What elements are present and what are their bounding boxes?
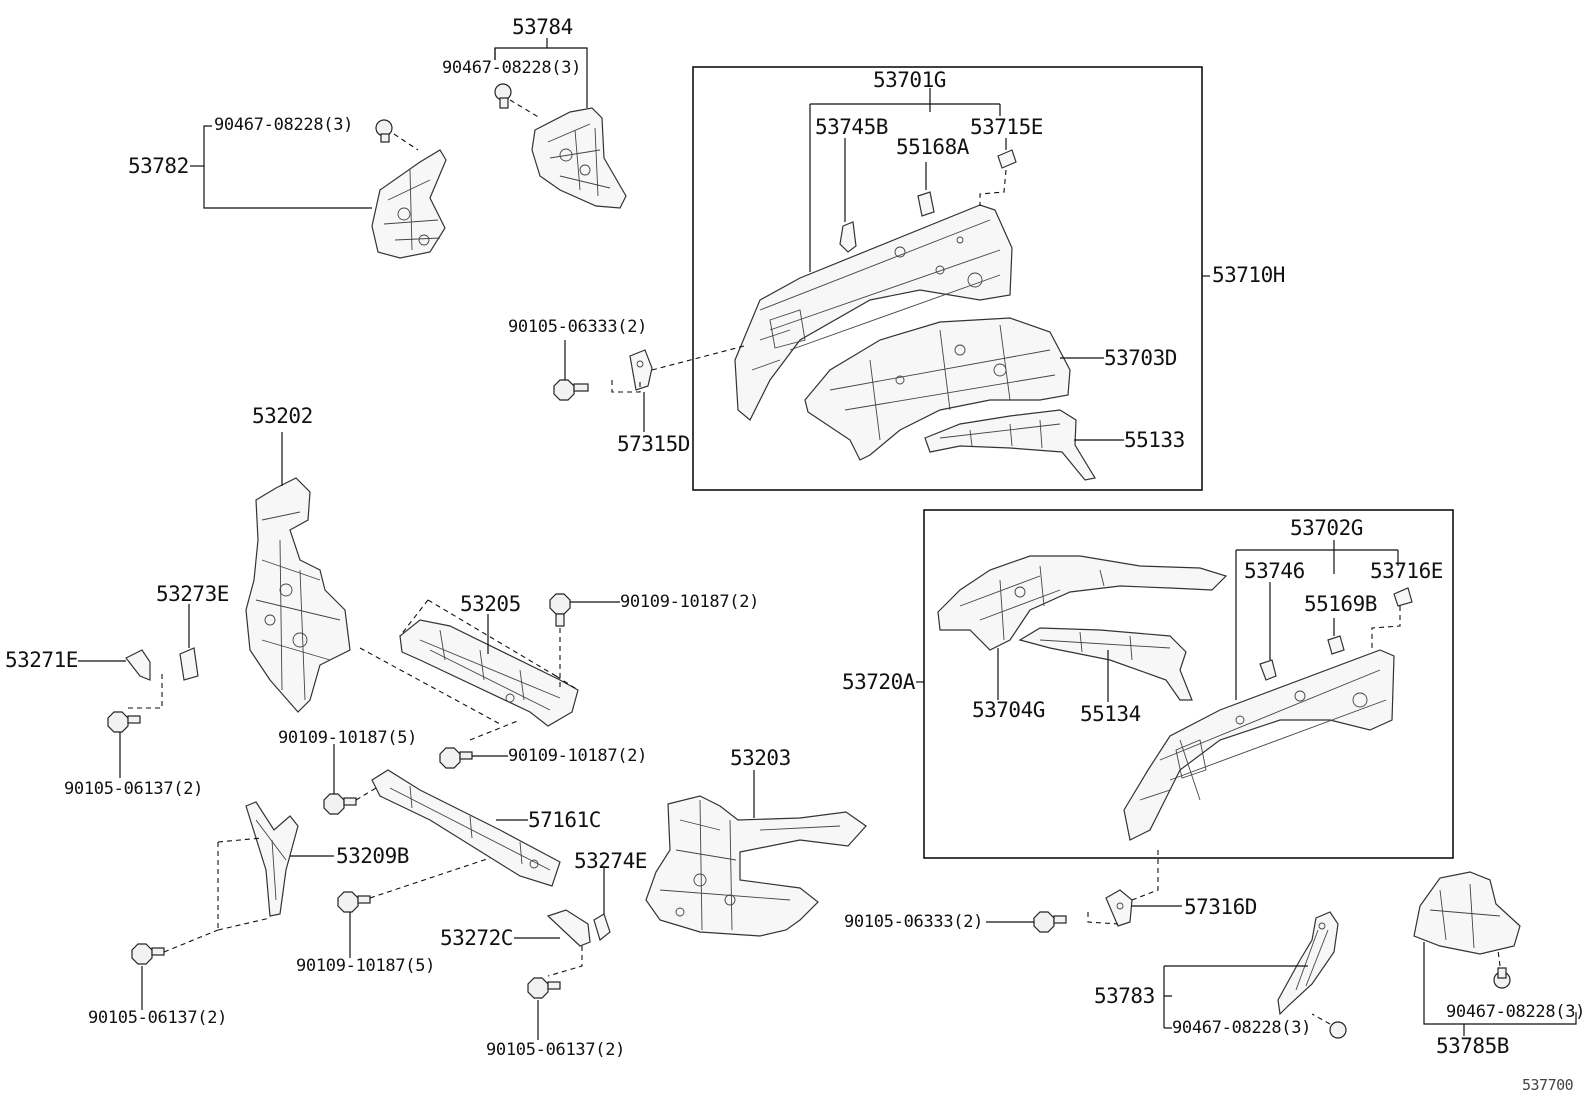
label-53720A: 53720A <box>842 670 915 694</box>
label-53703D: 53703D <box>1104 346 1177 370</box>
label-53785B: 53785B <box>1436 1034 1509 1058</box>
label-53271E: 53271E <box>5 648 78 672</box>
part-53715E <box>997 149 1017 169</box>
bolt-90109-10187-2a <box>549 593 571 627</box>
label-57161C: 57161C <box>528 808 601 832</box>
part-53274E <box>593 913 611 942</box>
label-90467-08228-right: 90467-08228(3) <box>1446 1002 1586 1022</box>
part-53701G <box>734 204 1013 421</box>
label-90105-06333-b: 90105-06333(2) <box>844 912 984 932</box>
label-57315D: 57315D <box>617 432 690 456</box>
bolt-90109-10187-5b <box>337 891 371 913</box>
part-53745B <box>839 221 857 253</box>
bolt-90109-10187-2b <box>439 747 473 769</box>
part-57161C <box>371 769 561 887</box>
bolt-90105-06137-c <box>527 977 561 999</box>
bolt-53782 <box>375 119 393 143</box>
part-55168A <box>917 191 935 217</box>
label-55134: 55134 <box>1080 702 1141 726</box>
label-90109-10187-2b: 90109-10187(2) <box>508 746 648 766</box>
label-53782: 53782 <box>128 154 189 178</box>
part-53205 <box>399 619 579 727</box>
part-53272C <box>546 909 591 947</box>
bolt-53785B <box>1493 967 1511 989</box>
group-box-53710H <box>692 66 1203 491</box>
bolt-90109-10187-5a <box>323 793 357 815</box>
label-53783: 53783 <box>1094 984 1155 1008</box>
label-53704G: 53704G <box>972 698 1045 722</box>
label-53205: 53205 <box>460 592 521 616</box>
label-90105-06137-c: 90105-06137(2) <box>486 1040 626 1060</box>
label-53715E: 53715E <box>970 115 1043 139</box>
part-53782 <box>371 149 447 259</box>
group-box-53720A <box>923 509 1454 859</box>
bolt-90105-06137-a <box>107 711 141 733</box>
part-53703D <box>804 317 1071 461</box>
part-53271E <box>125 649 151 681</box>
label-90467-08228-top: 90467-08228(3) <box>442 58 582 78</box>
leader-53783 <box>1163 965 1308 1029</box>
part-55133 <box>924 409 1096 481</box>
label-55133: 55133 <box>1124 428 1185 452</box>
part-53746 <box>1259 659 1277 681</box>
label-53273E: 53273E <box>156 582 229 606</box>
label-53745B: 53745B <box>815 115 888 139</box>
bolt-53783 <box>1329 1021 1347 1039</box>
bolt-53784 <box>494 83 512 109</box>
part-53716E <box>1393 587 1413 607</box>
reference-number: 537700 <box>1522 1076 1574 1094</box>
leader-53784 <box>494 47 588 108</box>
part-55134 <box>1018 627 1193 701</box>
label-90105-06333-a: 90105-06333(2) <box>508 317 648 337</box>
part-53704G <box>937 555 1228 651</box>
label-53203: 53203 <box>730 746 791 770</box>
bolt-90105-06137-b <box>131 943 165 965</box>
label-53272C: 53272C <box>440 926 513 950</box>
part-53202 <box>245 477 351 713</box>
label-90105-06137-b: 90105-06137(2) <box>88 1008 228 1028</box>
part-53702G <box>1123 649 1395 841</box>
label-53702G: 53702G <box>1290 516 1363 540</box>
part-53273E <box>179 647 199 681</box>
label-90467-08228-left: 90467-08228(3) <box>214 115 354 135</box>
label-90109-10187-2a: 90109-10187(2) <box>620 592 760 612</box>
label-53701G: 53701G <box>873 68 946 92</box>
label-90109-10187-5b: 90109-10187(5) <box>296 956 436 976</box>
label-53746: 53746 <box>1244 559 1305 583</box>
part-53783 <box>1277 911 1339 1016</box>
leader-53701G <box>809 88 1001 272</box>
label-55169B: 55169B <box>1304 592 1377 616</box>
label-57316D: 57316D <box>1184 895 1257 919</box>
part-53785B <box>1413 871 1521 955</box>
leader-53782 <box>203 125 372 209</box>
label-53716E: 53716E <box>1370 559 1443 583</box>
bolt-90105-06333-a <box>553 379 589 401</box>
label-53202: 53202 <box>252 404 313 428</box>
label-53710H: 53710H <box>1212 263 1285 287</box>
label-90105-06137-a: 90105-06137(2) <box>64 779 204 799</box>
part-57315D <box>629 349 653 391</box>
part-53209B <box>245 801 299 917</box>
label-90467-08228-bottom: 90467-08228(3) <box>1172 1018 1312 1038</box>
label-53274E: 53274E <box>574 849 647 873</box>
bolt-90105-06333-b <box>1033 911 1067 933</box>
part-53784 <box>531 107 627 209</box>
part-53203 <box>645 795 867 937</box>
leader-53702G <box>1235 540 1399 700</box>
label-53209B: 53209B <box>336 844 409 868</box>
part-57316D <box>1105 889 1133 927</box>
label-90109-10187-5a: 90109-10187(5) <box>278 728 418 748</box>
label-53784: 53784 <box>512 15 573 39</box>
label-55168A: 55168A <box>896 135 969 159</box>
part-55169B <box>1327 635 1345 655</box>
leader-53785B <box>1423 942 1577 1036</box>
